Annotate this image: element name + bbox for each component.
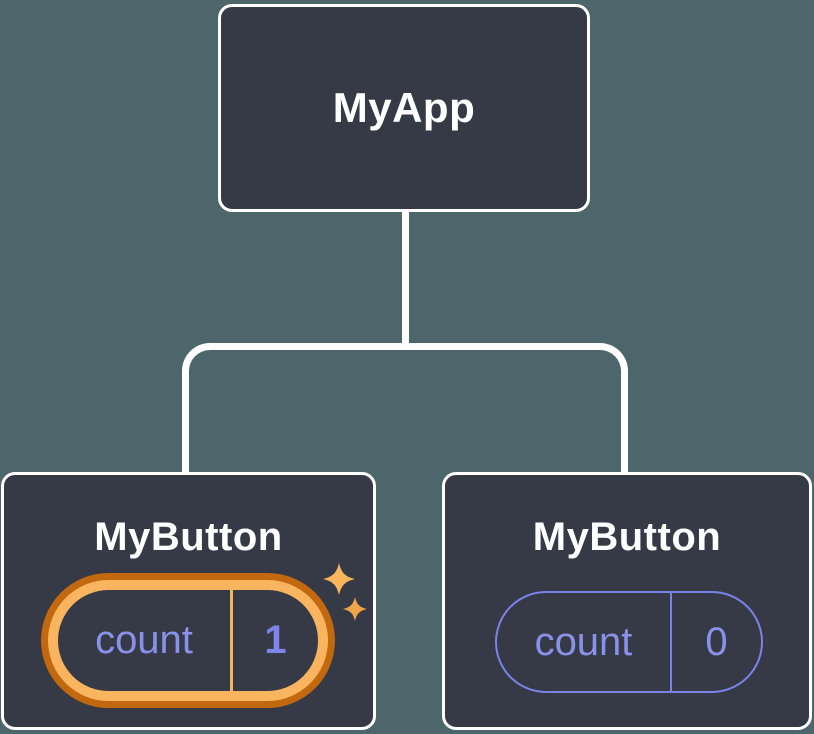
sparkles-icon bbox=[323, 563, 367, 621]
node-myapp-title: MyApp bbox=[332, 84, 476, 131]
node-mybutton-title: MyButton bbox=[94, 515, 283, 559]
connector-branch bbox=[182, 343, 628, 472]
state-pill-core: count 1 bbox=[58, 590, 318, 691]
node-mybutton-title: MyButton bbox=[532, 515, 722, 559]
connector-root-stem bbox=[402, 210, 409, 350]
state-value: 0 bbox=[705, 619, 728, 664]
state-label: count bbox=[95, 618, 193, 662]
node-mybutton-highlighted: MyButton count 1 bbox=[1, 472, 376, 730]
state-pill-highlighted: count 1 bbox=[41, 573, 335, 708]
state-pill-plain: count 0 bbox=[495, 591, 763, 693]
node-mybutton-plain: MyButton count 0 bbox=[442, 472, 812, 730]
node-myapp: MyApp bbox=[218, 4, 590, 212]
state-label: count bbox=[534, 619, 633, 664]
state-pill-divider bbox=[230, 590, 233, 691]
state-pill-divider bbox=[670, 593, 672, 691]
state-value: 1 bbox=[264, 618, 287, 662]
state-pill-inner-ring: count 1 bbox=[48, 580, 328, 701]
